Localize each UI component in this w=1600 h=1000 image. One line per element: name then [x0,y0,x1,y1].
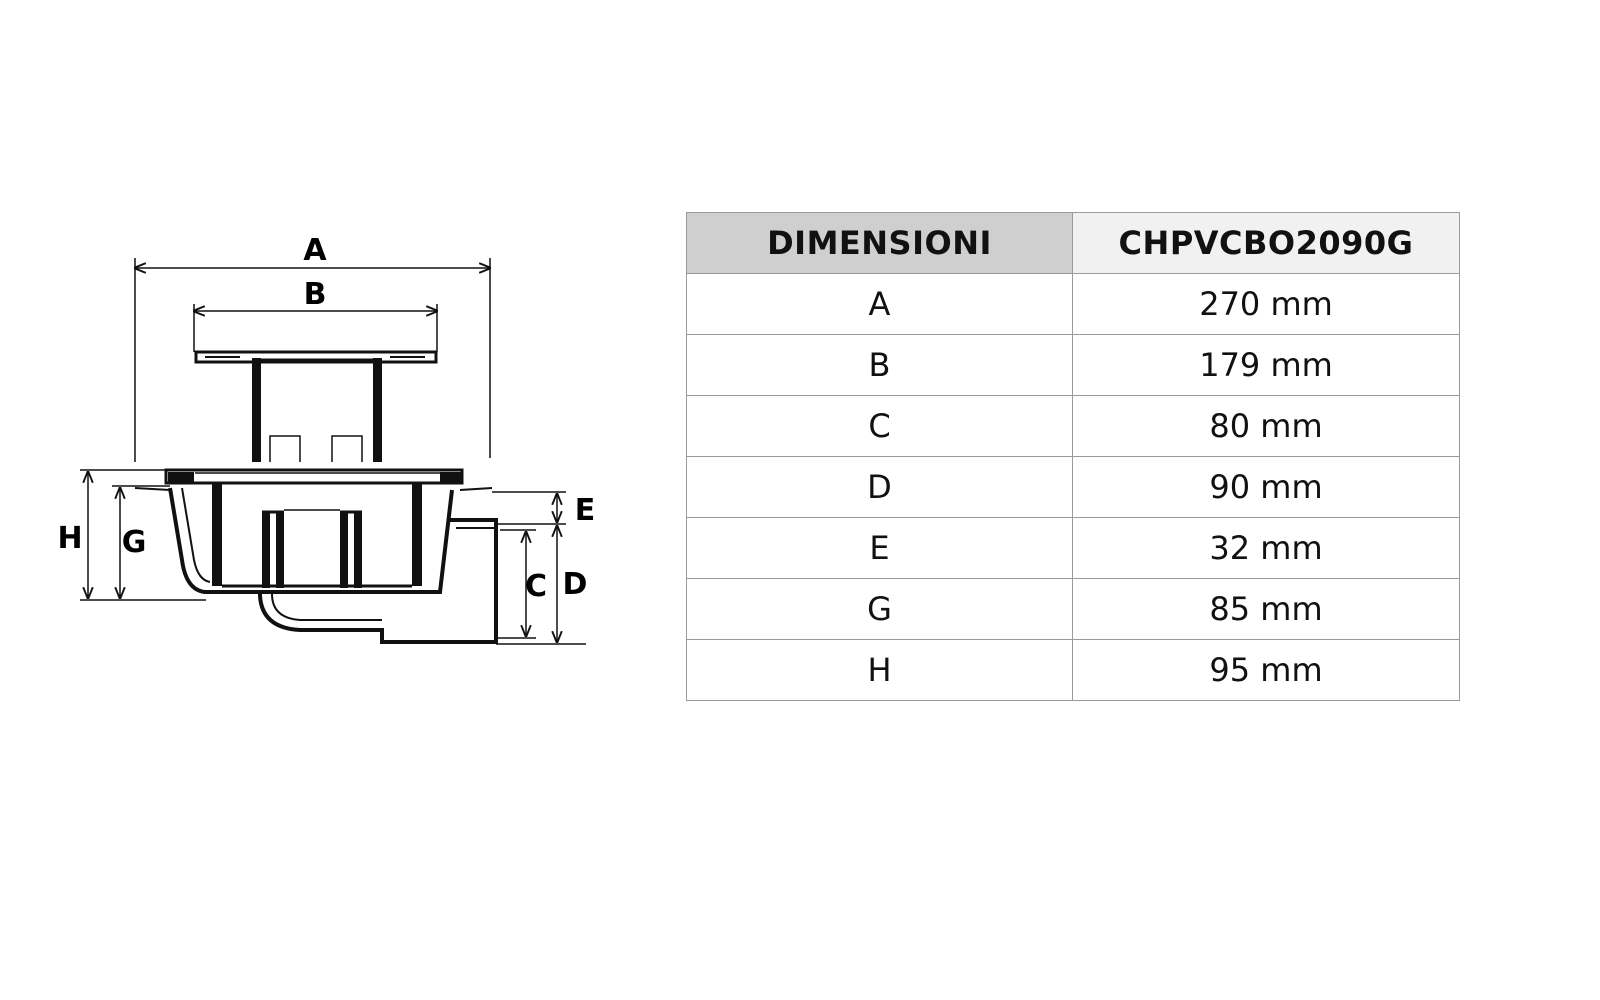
body [134,468,498,644]
table-row: E 32 mm [686,517,1460,579]
dimension-c: C [496,529,547,639]
dimension-cell: D [686,456,1073,518]
dimension-b: B [194,277,437,352]
dimension-cell: A [686,273,1073,335]
dimension-a: A [135,233,490,462]
drain-diagram-svg: A B [57,233,596,645]
dimension-h: H [57,469,206,601]
dimension-d: D [496,526,588,645]
dimension-g: G [112,485,170,598]
table-row: A 270 mm [686,273,1460,335]
dimension-cell: G [686,578,1073,640]
dimension-cell: B [686,334,1073,396]
header-dimensioni: DIMENSIONI [686,212,1073,274]
table-row: C 80 mm [686,395,1460,457]
value-cell: 32 mm [1072,517,1460,579]
technical-drawing: A B [0,0,640,1000]
value-cell: 80 mm [1072,395,1460,457]
dimension-cell: E [686,517,1073,579]
value-cell: 90 mm [1072,456,1460,518]
label-e: E [575,493,596,528]
dimension-e: E [492,491,596,528]
label-d: D [563,567,588,602]
value-cell: 270 mm [1072,273,1460,335]
dimension-cell: C [686,395,1073,457]
grate [194,350,438,462]
label-c: C [525,569,547,604]
value-cell: 95 mm [1072,639,1460,701]
label-a: A [303,233,327,268]
label-h: H [57,521,82,556]
table-header-row: DIMENSIONI CHPVCBO2090G [686,212,1460,274]
dimensions-table: DIMENSIONI CHPVCBO2090G A 270 mm B 179 m… [686,212,1460,701]
value-cell: 179 mm [1072,334,1460,396]
table-row: B 179 mm [686,334,1460,396]
label-g: G [122,525,147,560]
table-row: G 85 mm [686,578,1460,640]
table-row: H 95 mm [686,639,1460,701]
header-product-code: CHPVCBO2090G [1072,212,1460,274]
dimension-cell: H [686,639,1073,701]
label-b: B [304,277,327,312]
value-cell: 85 mm [1072,578,1460,640]
table-row: D 90 mm [686,456,1460,518]
